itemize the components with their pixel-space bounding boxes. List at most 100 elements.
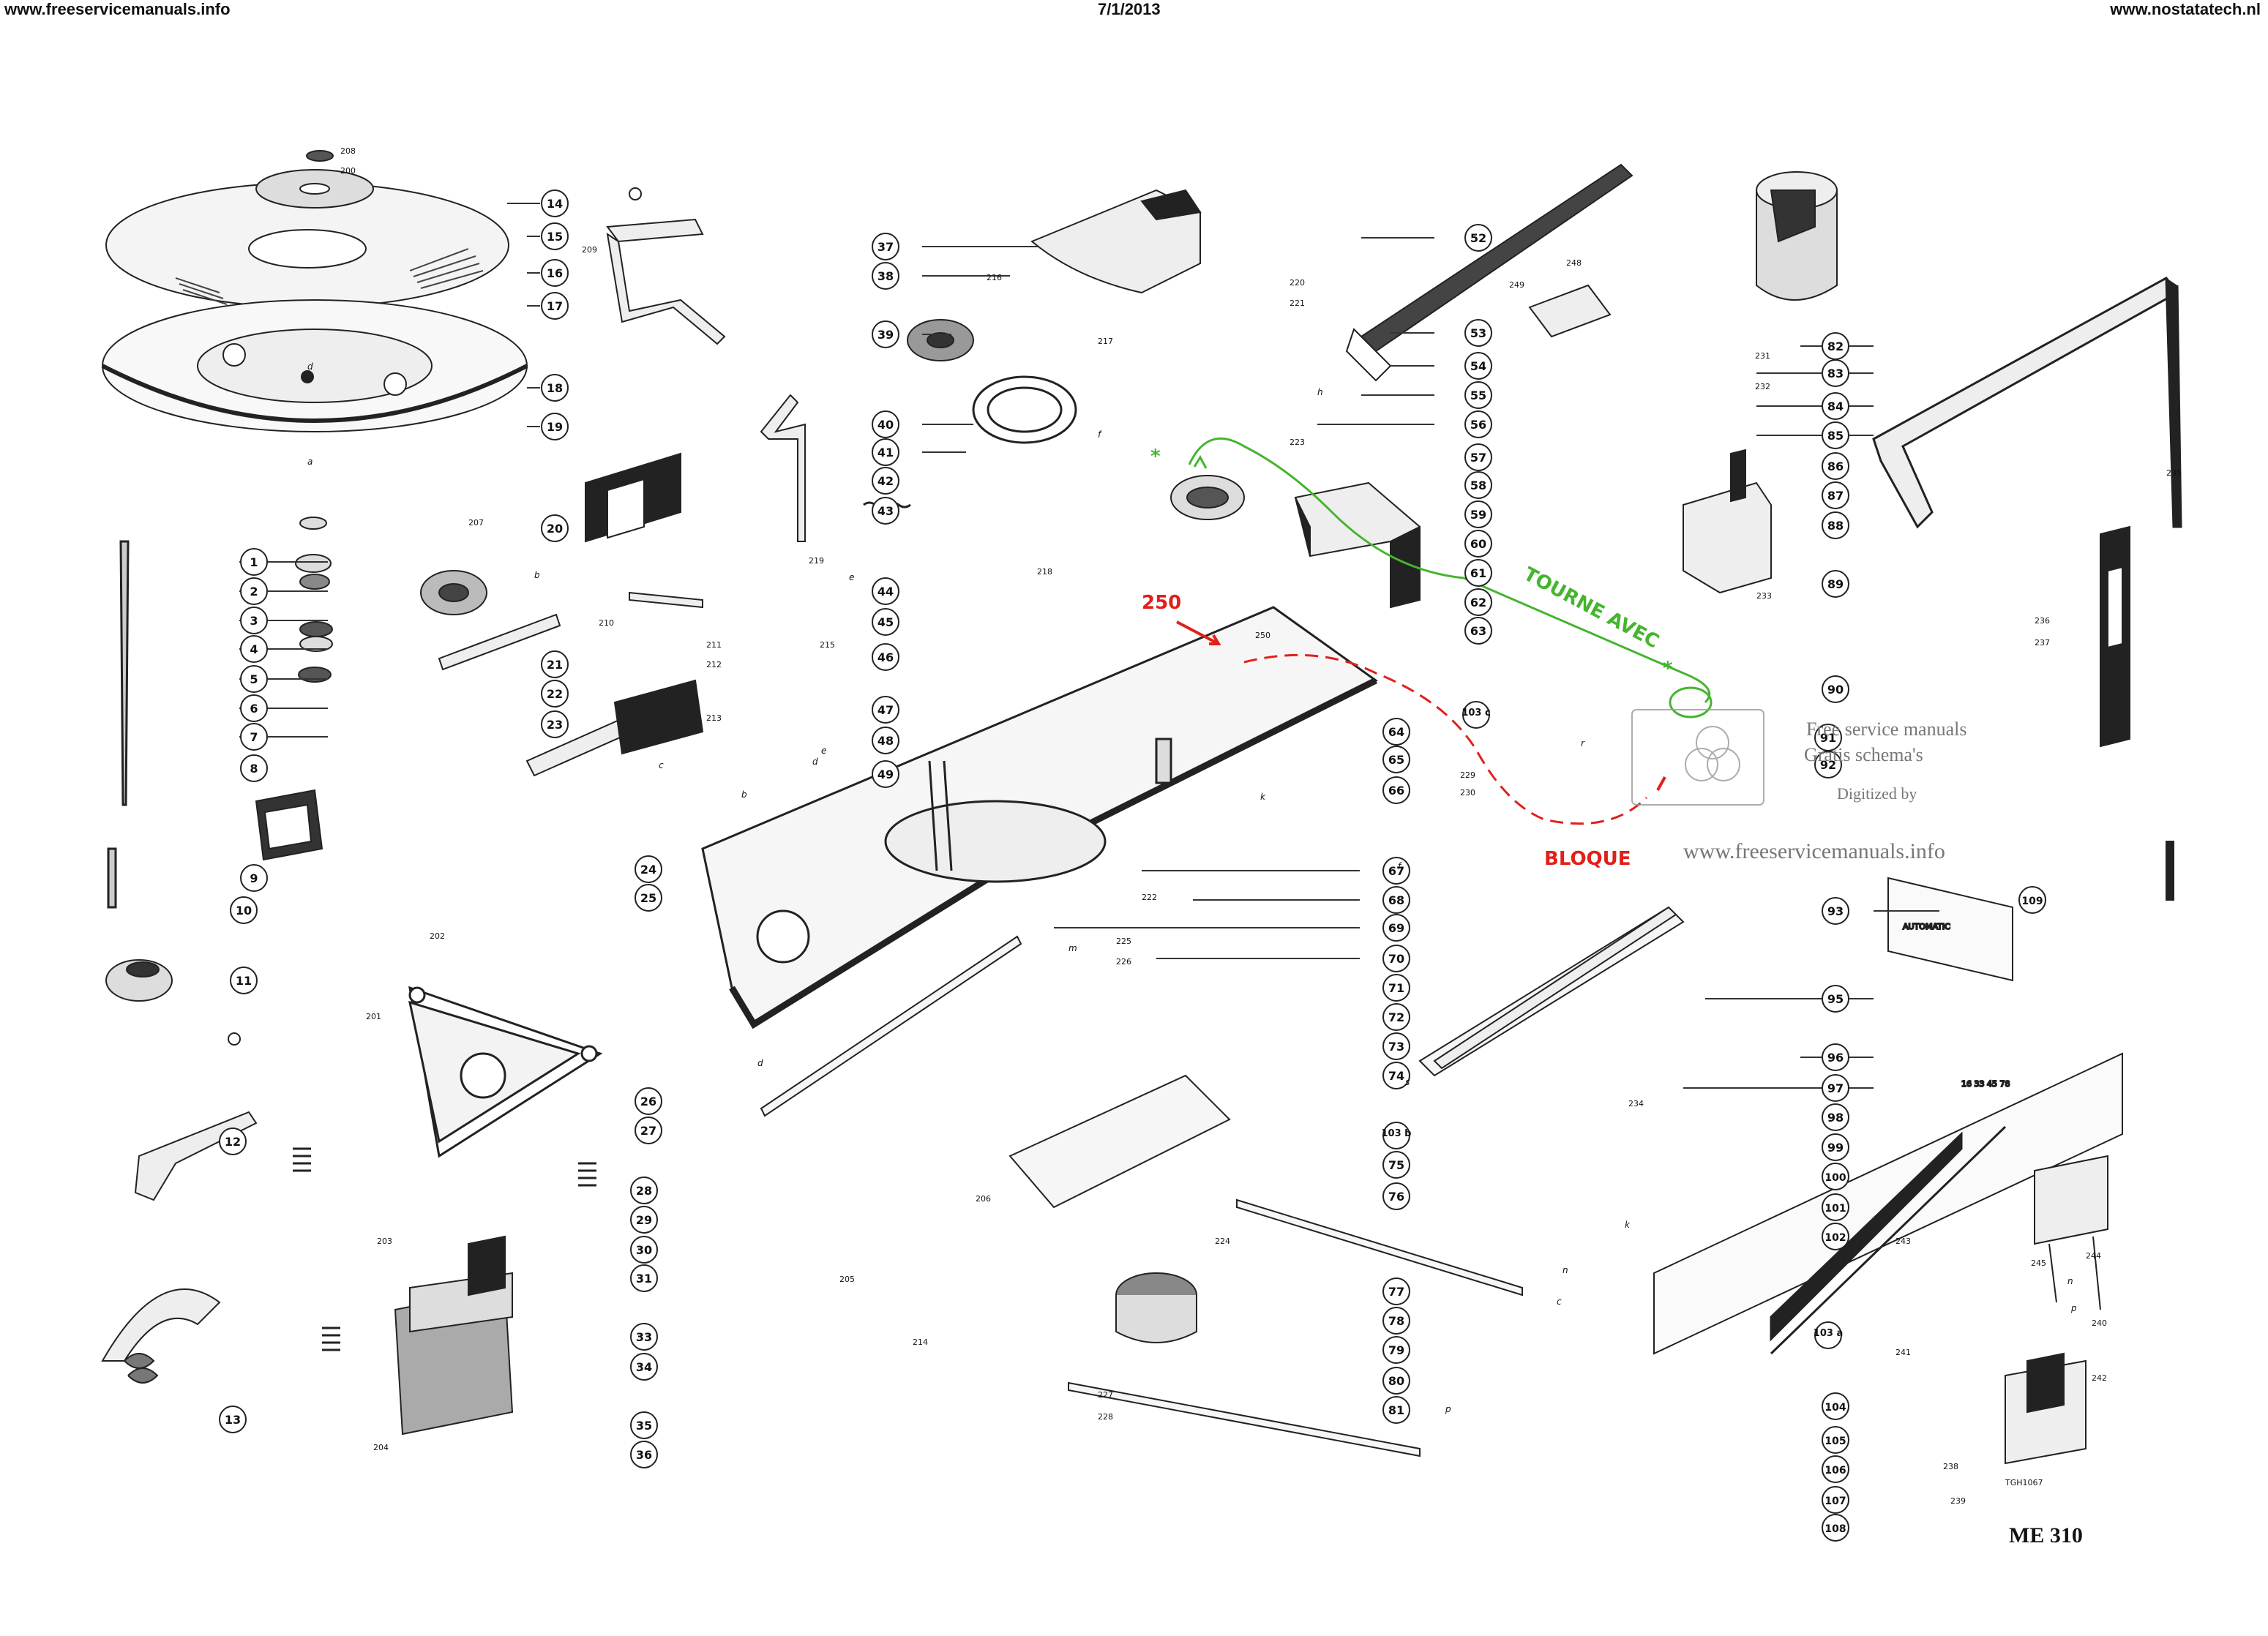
callout-number: 45 (877, 615, 894, 629)
part-label-237: 237 (2035, 638, 2050, 648)
callout-number: 76 (1388, 1190, 1404, 1204)
callout-80: 80 (1382, 1367, 1410, 1395)
callout-63: 63 (1464, 617, 1492, 645)
callout-45: 45 (872, 608, 899, 636)
callout-27: 27 (635, 1117, 662, 1144)
part-label-223: 223 (1290, 438, 1305, 447)
connection-letter-f: f (1398, 861, 1402, 871)
turntable-platter (101, 182, 528, 432)
callout-1: 1 (240, 548, 268, 576)
callout-number: 83 (1827, 367, 1844, 380)
callout-44: 44 (872, 577, 899, 605)
part-label-231: 231 (1755, 351, 1770, 361)
callout-28: 28 (630, 1177, 658, 1204)
callout-93: 93 (1822, 897, 1849, 925)
callout-7: 7 (240, 723, 268, 751)
connection-letter-p: p (2070, 1303, 2077, 1313)
callout-layer: 1234567891011121314151617181920212223242… (219, 190, 2046, 1542)
part-label-248: 248 (1566, 258, 1582, 268)
gear-39 (907, 319, 974, 361)
callout-59: 59 (1464, 500, 1492, 528)
callout-53: 53 (1464, 319, 1492, 347)
part-label-224: 224 (1215, 1237, 1230, 1246)
tone-arm-52 (1345, 163, 1633, 382)
model-number: ME 310 (2009, 1523, 2083, 1547)
callout-number: 18 (547, 381, 563, 395)
callout-number: 42 (877, 474, 894, 488)
callout-91: 91 (1814, 724, 1842, 751)
part-label-216: 216 (987, 273, 1002, 282)
watermark-line3: Digitized by (1837, 784, 1917, 803)
callout-number: 37 (877, 240, 894, 254)
callout-61: 61 (1464, 559, 1492, 587)
callout-17: 17 (541, 292, 569, 320)
callout-43: 43 (872, 497, 899, 525)
callout-number: 103 b (1382, 1128, 1412, 1139)
callout-number: 58 (1470, 479, 1486, 492)
callout-72: 72 (1382, 1003, 1410, 1031)
callout-number: 68 (1388, 893, 1404, 907)
bearing-stack (295, 517, 333, 683)
callout-87: 87 (1822, 481, 1849, 509)
callout-number: 66 (1388, 784, 1404, 798)
callout-number: 26 (640, 1095, 656, 1108)
connection-letter-c: c (1557, 1297, 1562, 1307)
bracket-59 (1294, 481, 1421, 609)
callout-number: 27 (640, 1124, 656, 1138)
callout-number: 92 (1820, 758, 1836, 772)
callout-47: 47 (872, 696, 899, 724)
slider-plate-93 (1418, 841, 2174, 1077)
green-mark-right: * (1663, 658, 1673, 680)
connection-letter-k: k (1260, 792, 1266, 802)
callout-number: 104 (1824, 1402, 1846, 1414)
callout-number: 64 (1388, 725, 1404, 739)
callout-84: 84 (1822, 392, 1849, 420)
callout-number: 31 (636, 1272, 652, 1286)
slider-88 (2100, 525, 2130, 748)
callout-18: 18 (541, 374, 569, 402)
idler-wheel (420, 570, 487, 615)
cover-37 (1030, 189, 1202, 294)
callout-number: 13 (225, 1413, 241, 1427)
callout-number: 9 (250, 871, 258, 885)
callout-number: 89 (1827, 577, 1844, 591)
callout-40: 40 (872, 410, 899, 438)
callout-number: 48 (877, 734, 894, 748)
callout-11: 11 (230, 967, 258, 994)
part-label-234: 234 (1628, 1099, 1644, 1108)
callout-58: 58 (1464, 471, 1492, 499)
callout-number: 69 (1388, 921, 1404, 935)
callout-19: 19 (541, 413, 569, 440)
callout-104: 104 (1822, 1392, 1849, 1420)
callout-57: 57 (1464, 443, 1492, 471)
callout-number: 102 (1824, 1232, 1846, 1244)
callout-number: 52 (1470, 231, 1486, 245)
green-mark-left: * (1150, 446, 1161, 468)
part-label-232: 232 (1755, 382, 1770, 391)
callout-number: 56 (1470, 418, 1486, 432)
callout-20: 20 (541, 514, 569, 542)
callout-number: 75 (1388, 1158, 1404, 1172)
coil-78 (1115, 1272, 1197, 1343)
spring-clip-13 (101, 1288, 221, 1384)
callout-89: 89 (1822, 570, 1849, 598)
connection-letter-r: r (1581, 738, 1585, 748)
callout-number: 28 (636, 1184, 652, 1198)
bracket-8 (255, 789, 323, 861)
part-label-210: 210 (599, 618, 614, 628)
callout-number: 4 (250, 642, 258, 656)
callout-number: 93 (1827, 904, 1844, 918)
callout-number: 49 (877, 768, 894, 781)
part-label-229: 229 (1460, 770, 1475, 780)
callout-number: 8 (250, 762, 258, 776)
watermark-line1: Free service manuals (1806, 718, 1967, 740)
callout-number: 3 (250, 614, 258, 628)
callout-number: 95 (1827, 992, 1844, 1006)
callout-number: 100 (1824, 1172, 1846, 1184)
connection-letter-n: n (2067, 1276, 2073, 1286)
callout-number: 62 (1470, 596, 1486, 609)
callout-76: 76 (1382, 1182, 1410, 1210)
part-label-204: 204 (373, 1443, 389, 1452)
callout-number: 74 (1388, 1069, 1404, 1083)
callout-103-c: 103 c (1462, 701, 1491, 729)
